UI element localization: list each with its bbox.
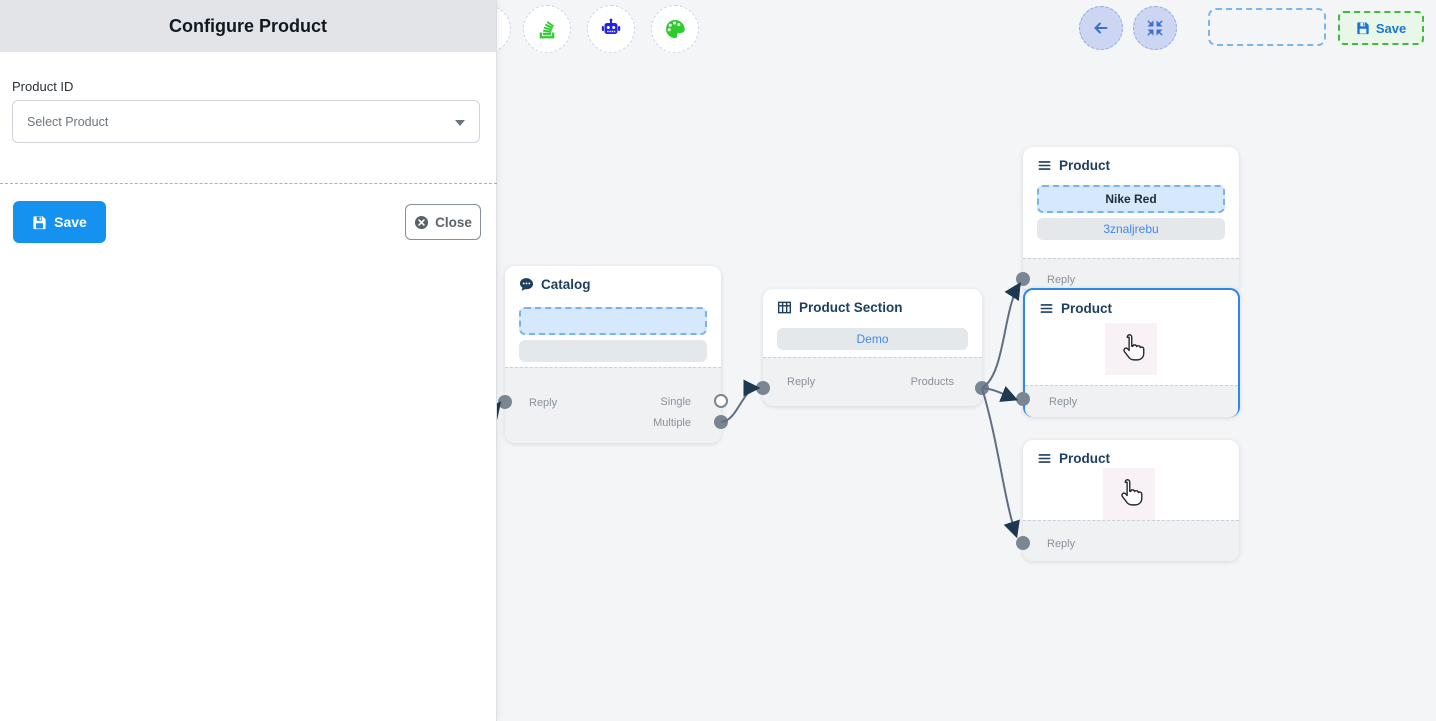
product-section-node-title: Product Section (799, 300, 903, 315)
retailer-id-field[interactable]: 3znaljrebu (1037, 218, 1225, 240)
menu-lines-icon (1037, 158, 1052, 173)
product-node-middle-title: Product (1061, 301, 1113, 316)
catalog-multiple-label: Multiple (653, 417, 691, 429)
back-button[interactable] (1079, 6, 1123, 50)
arrow-left-icon (1091, 18, 1111, 38)
product-node-bottom-footer: Reply (1023, 520, 1239, 561)
product-section-reply-port[interactable] (756, 381, 770, 395)
floppy-icon (1356, 21, 1370, 35)
product-section-node-header: Product Section (763, 289, 982, 320)
save-button-label: Save (54, 214, 87, 230)
product-section-value: Demo (856, 332, 889, 346)
product-middle-reply-label: Reply (1049, 396, 1078, 408)
product-section-value-field[interactable]: Demo (777, 328, 968, 350)
save-button[interactable]: Save (13, 201, 106, 243)
canvas-save-button[interactable]: Save (1338, 11, 1424, 45)
product-top-reply-label: Reply (1047, 274, 1076, 286)
fit-view-button[interactable] (1133, 6, 1177, 50)
palette-icon (663, 17, 687, 41)
panel-divider (0, 183, 497, 184)
product-node-middle-footer: Reply (1025, 385, 1238, 417)
product-bottom-reply-label: Reply (1047, 538, 1076, 550)
product-id-label: Product ID (12, 79, 74, 94)
robot-icon (599, 17, 623, 41)
edge-section-to-product-bottom (981, 387, 1020, 539)
menu-lines-icon (1039, 301, 1054, 316)
chat-bubble-icon (519, 277, 534, 292)
product-section-node[interactable]: Product Section Demo Reply Products (756, 289, 989, 406)
page-title: Configure Product (169, 15, 327, 36)
stack-icon (536, 18, 558, 40)
flow-canvas[interactable]: Save Catalog Reply Single Multiple (463, 0, 1436, 721)
menu-lines-icon (1037, 451, 1052, 466)
catalog-single-label: Single (660, 396, 691, 408)
product-section-products-port[interactable] (975, 381, 989, 395)
catalog-node[interactable]: Catalog Reply Single Multiple (498, 266, 728, 443)
product-section-node-footer: Reply Products (763, 357, 982, 406)
catalog-node-footer: Reply Single Multiple (505, 367, 721, 443)
close-button-label: Close (435, 214, 472, 230)
product-node-top[interactable]: Product Nike Red 3znaljrebu Reply (1016, 147, 1239, 293)
catalog-secondary-field[interactable] (519, 340, 707, 362)
product-node-middle-header: Product (1025, 290, 1238, 321)
configure-product-panel: Configure Product Product ID Select Prod… (0, 0, 497, 721)
retailer-id-value: 3znaljrebu (1103, 222, 1159, 236)
chevron-down-icon (455, 120, 465, 126)
edge-section-to-product-top (981, 282, 1021, 389)
theme-node-button[interactable] (651, 5, 699, 53)
product-select[interactable]: Select Product (12, 100, 480, 143)
panel-header: Configure Product (0, 0, 496, 52)
product-node-top-title: Product (1059, 158, 1111, 173)
empty-dashed-button[interactable] (1208, 8, 1326, 46)
product-node-top-footer: Reply (1023, 258, 1239, 293)
product-name-field[interactable]: Nike Red (1037, 185, 1225, 213)
catalog-reply-port[interactable] (498, 395, 512, 409)
product-section-products-label: Products (910, 376, 954, 388)
bot-node-button[interactable] (587, 5, 635, 53)
catalog-node-header: Catalog (505, 266, 721, 297)
catalog-multiple-port[interactable] (714, 415, 728, 429)
canvas-save-label: Save (1375, 20, 1407, 36)
product-top-reply-port[interactable] (1016, 272, 1030, 286)
close-button[interactable]: Close (405, 204, 481, 240)
floppy-icon (32, 215, 47, 230)
catalog-selected-field[interactable] (519, 307, 707, 335)
circle-x-icon (414, 215, 429, 230)
product-section-reply-label: Reply (787, 376, 816, 388)
table-grid-icon (777, 300, 792, 315)
stack-node-button[interactable] (523, 5, 571, 53)
product-bottom-reply-port[interactable] (1016, 536, 1030, 550)
product-name-value: Nike Red (1105, 192, 1157, 206)
product-node-middle[interactable]: Product Reply (1016, 288, 1240, 417)
catalog-single-port[interactable] (714, 394, 728, 408)
product-node-bottom[interactable]: Product Reply (1016, 440, 1239, 561)
catalog-node-title: Catalog (541, 277, 591, 292)
hand-cursor-graphic (1105, 323, 1157, 375)
compress-icon (1146, 19, 1164, 37)
product-middle-reply-port[interactable] (1016, 392, 1030, 406)
product-node-bottom-header: Product (1023, 440, 1239, 471)
product-node-bottom-title: Product (1059, 451, 1111, 466)
catalog-reply-label: Reply (529, 397, 558, 409)
product-select-value: Select Product (27, 114, 109, 129)
product-node-top-header: Product (1023, 147, 1239, 178)
hand-cursor-graphic (1103, 468, 1155, 520)
